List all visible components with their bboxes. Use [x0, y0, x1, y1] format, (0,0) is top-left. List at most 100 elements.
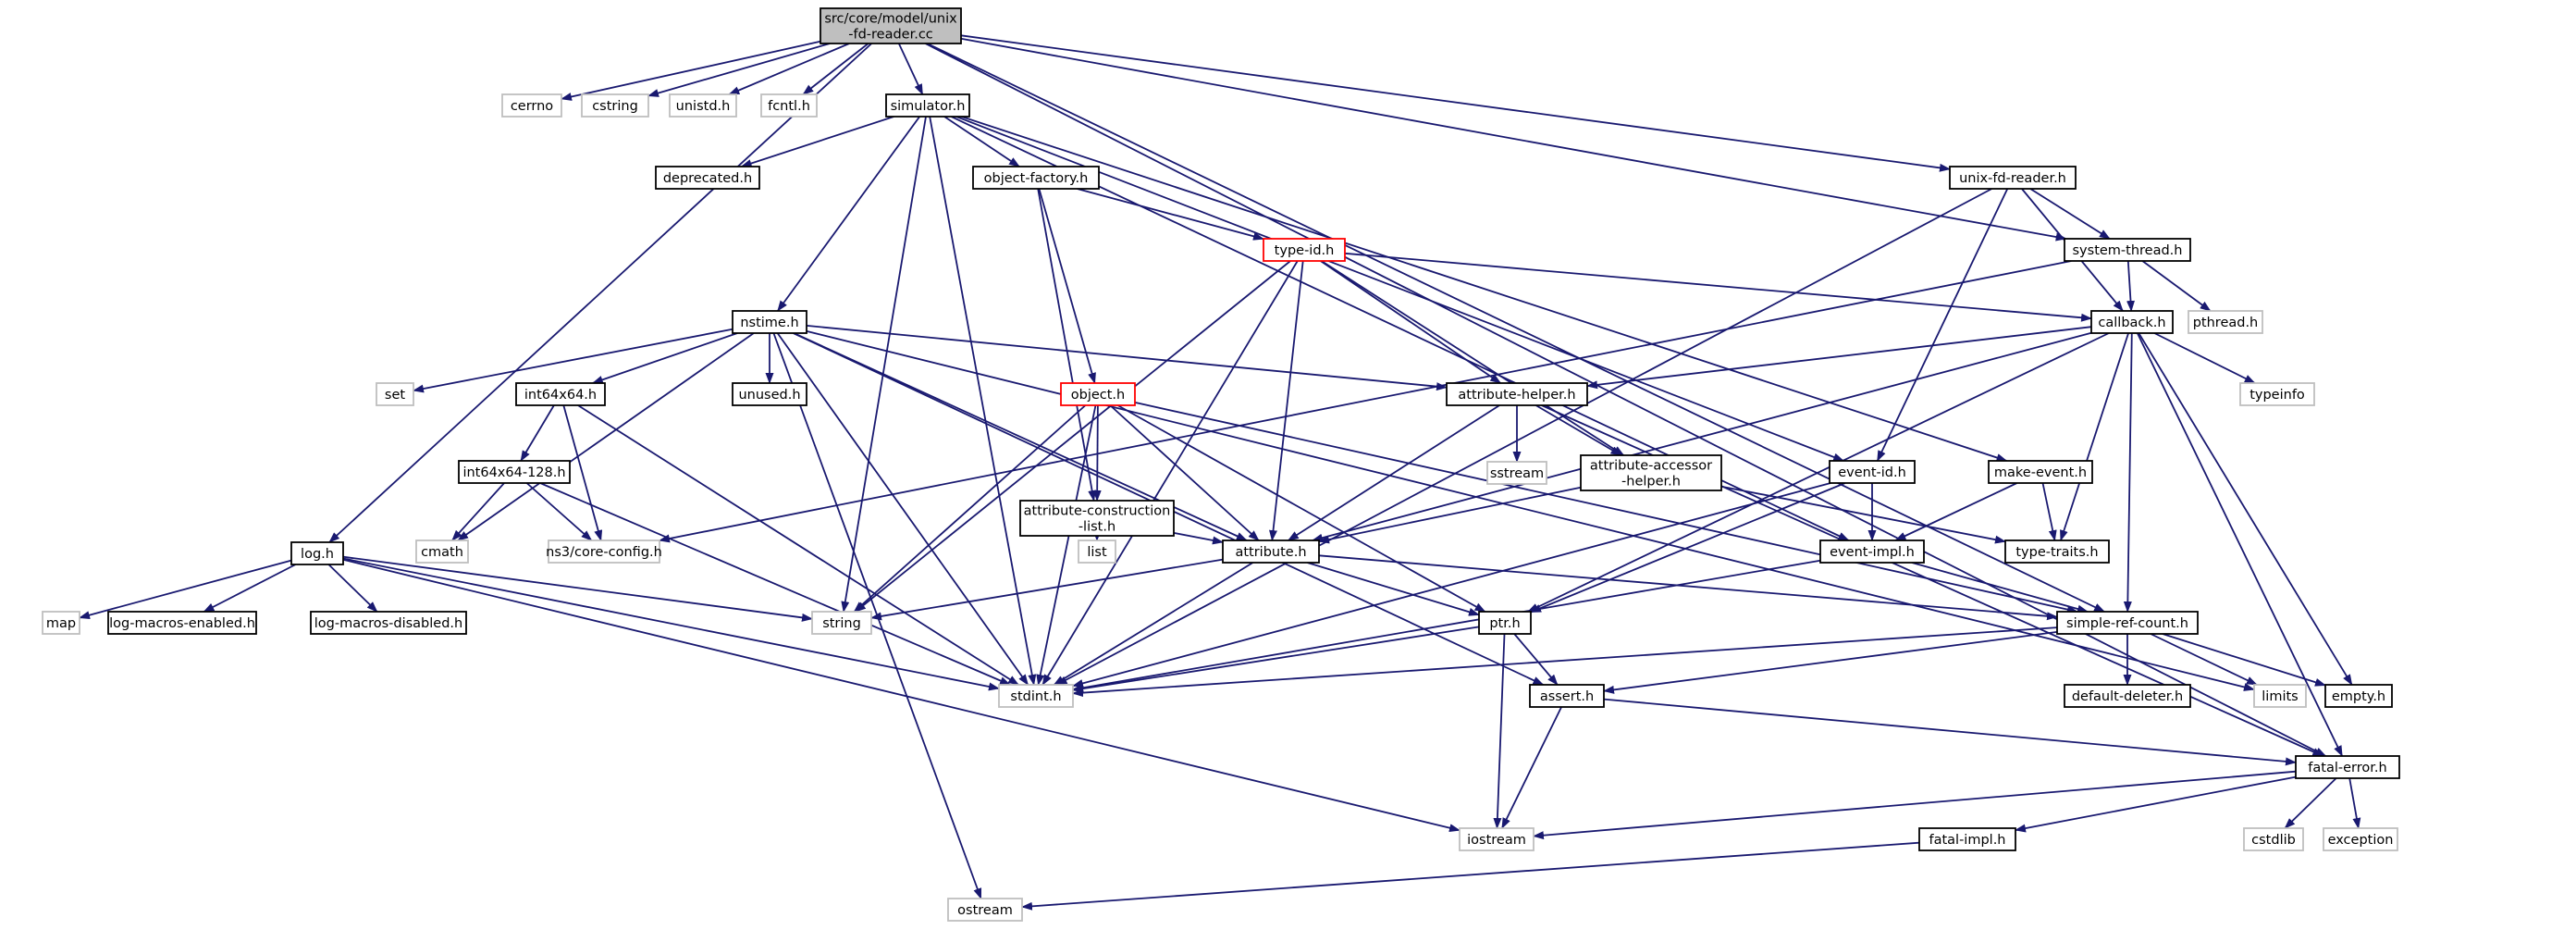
- edge-object-to-attribute: [1109, 404, 1260, 541]
- node-box-log: [290, 541, 344, 565]
- node-label-attraccessor: attribute-accessor-helper.h: [1590, 459, 1712, 490]
- node-unixfd[interactable]: unix-fd-reader.h: [1949, 166, 2077, 190]
- edge-eventid-to-ptr: [1530, 482, 1846, 614]
- node-typeid[interactable]: type-id.h: [1263, 238, 1346, 262]
- node-label-fcntl: fcntl.h: [768, 99, 810, 114]
- edge-simulator-to-objfactory: [943, 116, 1020, 167]
- node-attrconstr[interactable]: attribute-construction-list.h: [1019, 500, 1175, 537]
- edge-log-to-iostream: [342, 558, 1461, 833]
- edge-simulator-to-string: [841, 116, 927, 613]
- node-fcntl: fcntl.h: [760, 93, 818, 118]
- node-box-unixfd: [1949, 166, 2077, 190]
- node-int64x64[interactable]: int64x64.h: [515, 382, 606, 406]
- node-deprecated[interactable]: deprecated.h: [655, 166, 760, 190]
- node-box-simulator: [885, 93, 970, 118]
- node-eventid[interactable]: event-id.h: [1829, 460, 1916, 484]
- edge-objfactory-to-typeid: [1077, 188, 1264, 241]
- node-cmath: cmath: [415, 539, 469, 564]
- edge-assert-to-fatalerror: [1603, 698, 2297, 766]
- edge-int128-to-cmath: [451, 482, 505, 541]
- edge-simulator-to-makeevent: [961, 116, 2008, 462]
- node-label-ostream: ostream: [957, 903, 1013, 918]
- edge-objfactory-to-attrconstr: [1037, 188, 1097, 502]
- node-box-typetraits: [2004, 539, 2110, 564]
- node-defdeleter[interactable]: default-deleter.h: [2064, 684, 2191, 708]
- node-logdis[interactable]: log-macros-disabled.h: [310, 611, 467, 635]
- edge-fatalerror-to-cstdlib: [2284, 777, 2337, 829]
- node-root[interactable]: src/core/model/unix-fd-reader.cc: [820, 7, 962, 44]
- edge-root-to-cstring: [647, 43, 831, 97]
- node-makeevent[interactable]: make-event.h: [1988, 460, 2093, 484]
- edge-attrconstr-to-attribute: [1173, 532, 1224, 545]
- edge-root-to-log: [328, 43, 872, 543]
- edge-root-to-unistd: [728, 43, 850, 95]
- node-label-attrconstr: attribute-construction-list.h: [1024, 504, 1171, 535]
- node-box-cmath: [415, 539, 469, 564]
- node-attraccessor[interactable]: attribute-accessor-helper.h: [1580, 454, 1722, 491]
- node-box-cstring: [581, 93, 649, 118]
- node-box-attrhelper: [1446, 382, 1588, 406]
- node-label-typeinfo: typeinfo: [2249, 388, 2305, 403]
- node-box-pthread: [2188, 310, 2263, 334]
- node-empty[interactable]: empty.h: [2324, 684, 2393, 708]
- edge-eventimpl-to-simpleref: [1911, 562, 2089, 614]
- node-unused[interactable]: unused.h: [732, 382, 807, 406]
- edge-object-to-string: [853, 404, 1087, 613]
- node-int128[interactable]: int64x64-128.h: [458, 460, 571, 484]
- edge-nstime-to-attrhelper: [806, 325, 1448, 391]
- node-fatalerror[interactable]: fatal-error.h: [2295, 755, 2400, 779]
- node-systhread[interactable]: system-thread.h: [2064, 238, 2191, 262]
- node-simulator[interactable]: simulator.h: [885, 93, 970, 118]
- node-label-unused: unused.h: [738, 388, 800, 403]
- edge-log-to-logdis: [327, 564, 378, 613]
- node-box-list: [1078, 539, 1116, 564]
- node-map: map: [42, 611, 80, 635]
- node-label-typetraits: type-traits.h: [2015, 545, 2098, 560]
- edge-int128-to-stdint: [539, 482, 1011, 686]
- node-attribute[interactable]: attribute.h: [1222, 539, 1320, 564]
- edge-unixfd-to-eventid: [1876, 188, 2009, 462]
- node-box-cerrno: [501, 93, 562, 118]
- node-object[interactable]: object.h: [1060, 382, 1136, 406]
- node-box-unistd: [669, 93, 737, 118]
- node-box-logen: [107, 611, 257, 635]
- node-nstime[interactable]: nstime.h: [732, 310, 807, 334]
- node-box-objfactory: [972, 166, 1100, 190]
- edge-simpleref-to-limits: [2150, 633, 2258, 686]
- edge-callback-to-ptr: [1527, 332, 2110, 613]
- node-ptr[interactable]: ptr.h: [1478, 611, 1532, 635]
- node-simpleref[interactable]: simple-ref-count.h: [2056, 611, 2199, 635]
- node-box-sstream: [1486, 461, 1547, 485]
- node-ostream: ostream: [947, 898, 1023, 922]
- node-assert[interactable]: assert.h: [1529, 684, 1605, 708]
- node-label-callback: callback.h: [2098, 316, 2165, 330]
- node-box-eventid: [1829, 460, 1916, 484]
- edge-eventimpl-to-stdint: [1072, 559, 1821, 692]
- node-box-fcntl: [760, 93, 818, 118]
- node-label-assert: assert.h: [1540, 689, 1594, 704]
- node-iostream: iostream: [1459, 827, 1535, 851]
- node-log[interactable]: log.h: [290, 541, 344, 565]
- node-box-object: [1060, 382, 1136, 406]
- node-box-typeid: [1263, 238, 1346, 262]
- edge-int64x64-to-int128: [520, 404, 555, 462]
- node-fatalimpl[interactable]: fatal-impl.h: [1918, 827, 2016, 851]
- node-typetraits[interactable]: type-traits.h: [2004, 539, 2110, 564]
- node-label-object: object.h: [1071, 388, 1125, 403]
- node-list: list: [1078, 539, 1116, 564]
- node-coreconfig: ns3/core-config.h: [546, 539, 662, 564]
- node-objfactory[interactable]: object-factory.h: [972, 166, 1100, 190]
- node-callback[interactable]: callback.h: [2090, 310, 2174, 334]
- node-unistd: unistd.h: [669, 93, 737, 118]
- edge-object-to-attrconstr: [1092, 404, 1102, 502]
- node-eventimpl[interactable]: event-impl.h: [1819, 539, 1925, 564]
- node-label-attribute: attribute.h: [1235, 545, 1306, 560]
- edge-ptr-to-stdint: [1072, 626, 1480, 693]
- node-cstring: cstring: [581, 93, 649, 118]
- node-attrhelper[interactable]: attribute-helper.h: [1446, 382, 1588, 406]
- node-box-ptr: [1478, 611, 1532, 635]
- edge-fatalimpl-to-ostream: [1021, 841, 1920, 911]
- node-label-map: map: [46, 616, 76, 631]
- node-logen[interactable]: log-macros-enabled.h: [107, 611, 257, 635]
